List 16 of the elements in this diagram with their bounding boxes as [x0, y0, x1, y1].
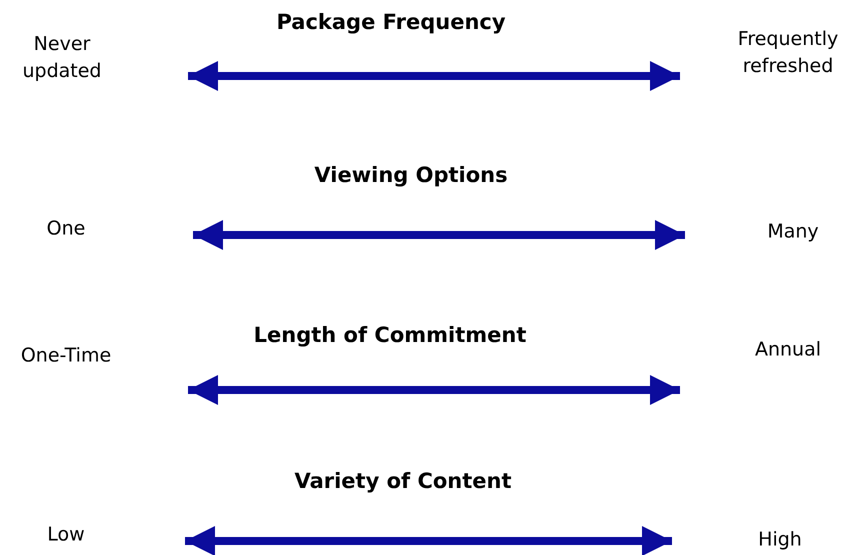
scale-end-label: Low	[46, 522, 86, 548]
double-arrow	[193, 220, 685, 250]
scale-title: Length of Commitment	[254, 323, 526, 347]
scale-title: Variety of Content	[294, 469, 512, 493]
double-arrow	[185, 526, 672, 555]
scale-end-label: High	[757, 528, 803, 552]
scale-end-label: Never updated	[21, 32, 102, 84]
double-arrow	[188, 61, 680, 91]
scale-end-label: One-Time	[20, 344, 112, 368]
scale-title: Package Frequency	[276, 10, 506, 34]
scale-end-label: Frequently refreshed	[736, 27, 840, 79]
scale-end-label: Annual	[754, 338, 822, 362]
scale-end-label: Many	[766, 220, 820, 244]
scale-title: Viewing Options	[314, 163, 508, 187]
double-arrow	[188, 375, 680, 405]
scale-end-label: One	[46, 216, 86, 242]
